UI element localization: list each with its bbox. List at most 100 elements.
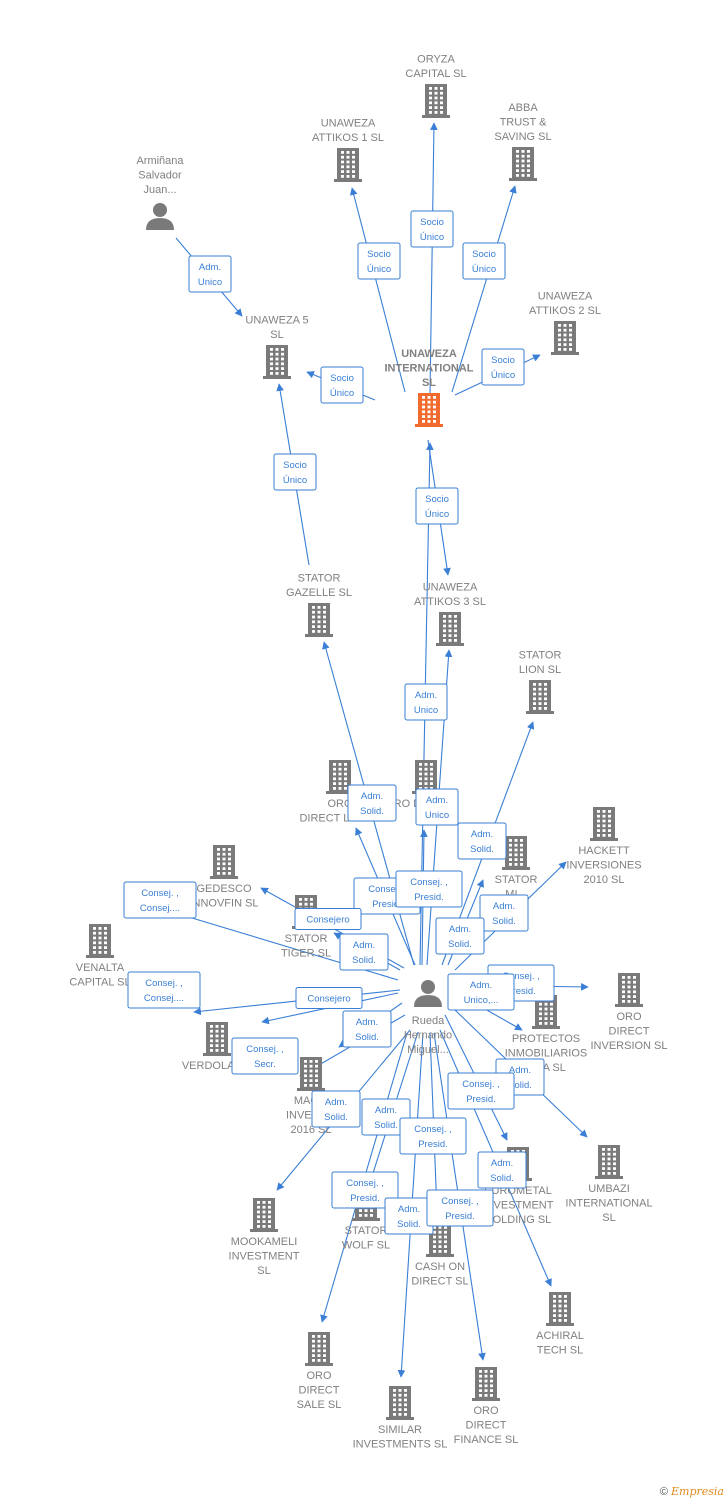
edge-label[interactable]: Consej. ,Presid. bbox=[399, 1117, 467, 1155]
edge-label[interactable]: Consejero bbox=[294, 908, 362, 930]
edge-label[interactable]: Adm.Unico,... bbox=[447, 973, 515, 1011]
building-icon bbox=[595, 1145, 623, 1179]
building-icon bbox=[422, 84, 450, 118]
person-node[interactable]: RuedaHernandoMiguel... bbox=[404, 980, 452, 1056]
building-icon bbox=[263, 345, 291, 379]
node-label: ORO bbox=[306, 1370, 332, 1382]
edge-label-text: Consej. , bbox=[441, 1196, 479, 1207]
building-icon bbox=[305, 1332, 333, 1366]
building-icon bbox=[386, 1386, 414, 1420]
building-icon bbox=[615, 973, 643, 1007]
edge-label[interactable]: Adm.Unico bbox=[404, 683, 448, 721]
edge-label[interactable]: Adm.Solid. bbox=[479, 894, 529, 932]
node-label: MOOKAMELI bbox=[231, 1236, 298, 1248]
building-icon bbox=[86, 924, 114, 958]
edge-label-text: Único bbox=[420, 232, 444, 243]
edge-label[interactable]: Consej. ,Presid. bbox=[331, 1171, 399, 1209]
node-label: UNAWEZA bbox=[401, 348, 457, 360]
copyright-notice: © Empresia bbox=[660, 1485, 724, 1498]
edge-label-text: Adm. bbox=[361, 791, 383, 802]
edge-label[interactable]: Consejero bbox=[295, 987, 363, 1009]
edge-label[interactable]: Adm.Solid. bbox=[477, 1151, 527, 1189]
edge-label[interactable]: Adm.Solid. bbox=[361, 1098, 411, 1136]
copyright-symbol: © bbox=[659, 1486, 668, 1498]
node-label: UNAWEZA bbox=[423, 582, 478, 594]
person-icon bbox=[146, 203, 174, 230]
edge-label-text: Solid. bbox=[352, 955, 376, 966]
node-label: DIRECT bbox=[466, 1420, 507, 1432]
edge-label[interactable]: Consej. ,Presid. bbox=[395, 870, 463, 908]
edge-label-text: Adm. bbox=[470, 980, 492, 991]
node-label: INVERSION SL bbox=[590, 1040, 667, 1052]
node-label: INMOBILIARIOS bbox=[505, 1048, 588, 1060]
edge-label[interactable]: Adm.Unico bbox=[188, 255, 232, 293]
edge-label[interactable]: Adm.Solid. bbox=[342, 1010, 392, 1048]
edge-label[interactable]: Adm.Solid. bbox=[311, 1090, 361, 1128]
edge-label[interactable]: Adm.Solid. bbox=[457, 822, 507, 860]
node-label: Salvador bbox=[138, 170, 182, 182]
edge-label-text: Socio bbox=[367, 249, 391, 260]
edge-label-text: Unico bbox=[414, 705, 438, 716]
edge-label[interactable]: Consej. ,Secr. bbox=[231, 1037, 299, 1075]
edge-label-text: Adm. bbox=[491, 1158, 513, 1169]
brand-logo[interactable]: Empresia bbox=[671, 1485, 724, 1498]
node-label: Hernando bbox=[404, 1030, 452, 1042]
node-label: HACKETT bbox=[578, 845, 630, 857]
building-icon bbox=[509, 147, 537, 181]
edge-label[interactable]: Adm.Unico bbox=[415, 788, 459, 826]
node-label: ORYZA bbox=[417, 54, 455, 66]
node-label: ACHIRAL bbox=[536, 1330, 584, 1342]
edge-label-text: Único bbox=[425, 509, 449, 520]
edge-label[interactable]: Consej. ,Consej.... bbox=[123, 881, 197, 919]
edge-label[interactable]: Adm.Solid. bbox=[435, 917, 485, 955]
person-node[interactable]: ArmiñanaSalvadorJuan... bbox=[136, 155, 184, 230]
edge-label-box bbox=[399, 1117, 467, 1155]
edge-label-text: Solid. bbox=[374, 1120, 398, 1131]
edge-label[interactable]: Consej. ,Presid. bbox=[447, 1072, 515, 1110]
edge-label-text: Consej. , bbox=[145, 978, 183, 989]
edge-label-text: Adm. bbox=[493, 901, 515, 912]
edge-label[interactable]: Adm.Solid. bbox=[347, 784, 397, 822]
building-icon bbox=[532, 995, 560, 1029]
edge-label-text: Solid. bbox=[397, 1219, 421, 1230]
edge-label[interactable]: Consej. ,Consej.... bbox=[127, 971, 201, 1009]
edge-label[interactable]: Adm.Solid. bbox=[339, 933, 389, 971]
building-icon bbox=[472, 1367, 500, 1401]
company-node[interactable]: UNAWEZA 5SL bbox=[245, 315, 309, 380]
node-label: SL bbox=[602, 1212, 615, 1224]
edge-label-text: Solid. bbox=[324, 1112, 348, 1123]
edge-label-text: Adm. bbox=[398, 1204, 420, 1215]
edge-label-box bbox=[347, 784, 397, 822]
edge-label[interactable]: Adm. Solid. bbox=[384, 1197, 434, 1235]
edge-label[interactable]: Consej. ,Presid. bbox=[426, 1189, 494, 1227]
node-label: SL bbox=[257, 1265, 270, 1277]
edge-label-box bbox=[331, 1171, 399, 1209]
